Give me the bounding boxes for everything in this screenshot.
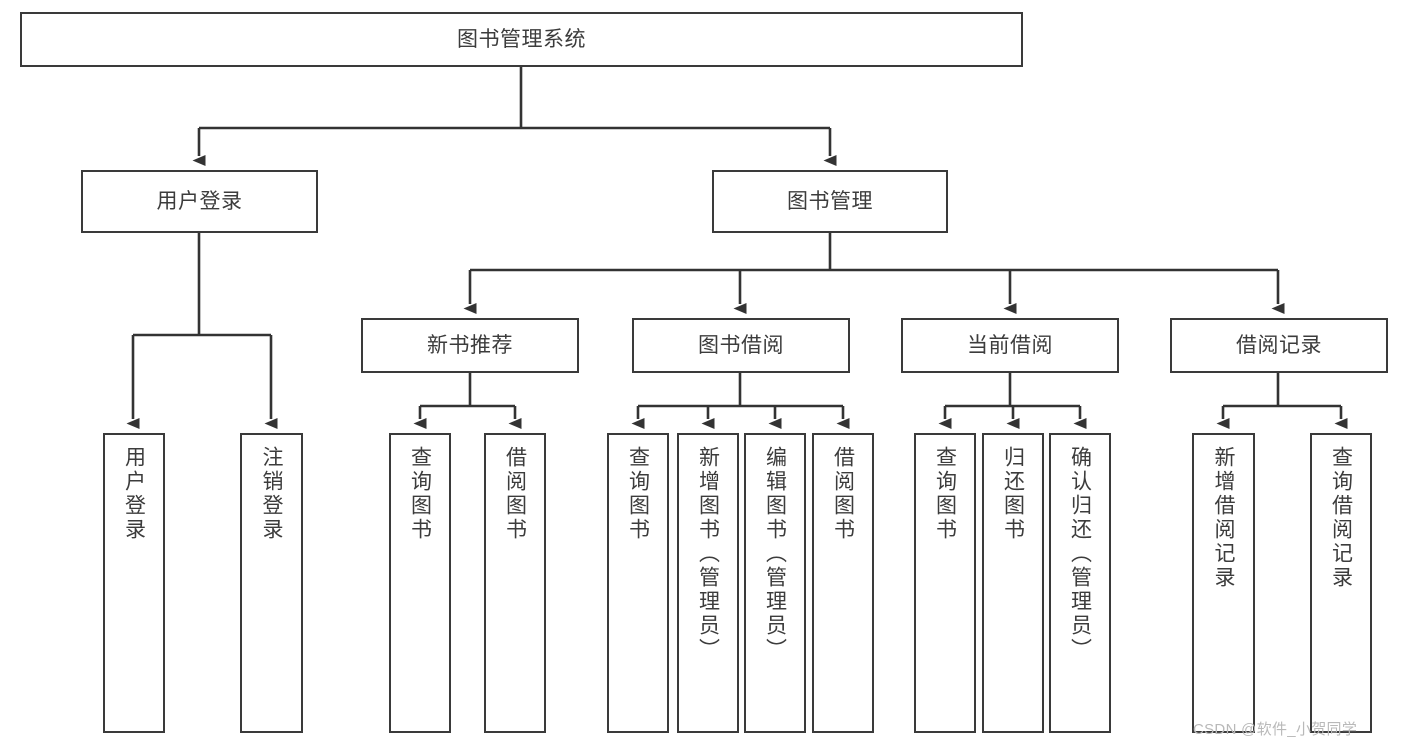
node-new-book-recommend[interactable]: 新书推荐 xyxy=(361,318,579,373)
leaf-label: 查询图书 xyxy=(626,446,650,542)
leaf-confirm-return-admin[interactable]: 确认归还（管理员） xyxy=(1049,433,1111,733)
leaf-query-borrow-record[interactable]: 查询借阅记录 xyxy=(1310,433,1372,733)
leaf-query-book-borrow[interactable]: 查询图书 xyxy=(607,433,669,733)
node-root-label: 图书管理系统 xyxy=(457,27,586,51)
node-book-management-label: 图书管理 xyxy=(787,189,873,213)
node-borrow-record[interactable]: 借阅记录 xyxy=(1170,318,1388,373)
node-root[interactable]: 图书管理系统 xyxy=(20,12,1023,67)
node-user-login-label: 用户登录 xyxy=(156,189,243,213)
leaf-return-book[interactable]: 归还图书 xyxy=(982,433,1044,733)
leaf-add-borrow-record[interactable]: 新增借阅记录 xyxy=(1192,433,1255,733)
leaf-label: 注销登录 xyxy=(260,446,283,542)
leaf-label: 查询借阅记录 xyxy=(1329,446,1353,590)
leaf-label: 归还图书 xyxy=(1001,446,1025,542)
node-book-management[interactable]: 图书管理 xyxy=(712,170,948,233)
watermark: CSDN @软件_小贺同学 xyxy=(1193,721,1358,738)
leaf-query-book-recommend[interactable]: 查询图书 xyxy=(389,433,451,733)
leaf-label: 借阅图书 xyxy=(503,446,527,542)
node-new-book-recommend-label: 新书推荐 xyxy=(427,333,513,357)
node-book-borrow-label: 图书借阅 xyxy=(698,333,784,357)
node-current-borrow[interactable]: 当前借阅 xyxy=(901,318,1119,373)
node-current-borrow-label: 当前借阅 xyxy=(967,333,1053,357)
leaf-borrow-book-recommend[interactable]: 借阅图书 xyxy=(484,433,546,733)
node-user-login[interactable]: 用户登录 xyxy=(81,170,318,233)
leaf-label: 用户登录 xyxy=(122,446,146,542)
node-book-borrow[interactable]: 图书借阅 xyxy=(632,318,850,373)
leaf-user-login[interactable]: 用户登录 xyxy=(103,433,165,733)
leaf-logout[interactable]: 注销登录 xyxy=(240,433,303,733)
leaf-label: 查询图书 xyxy=(408,446,432,542)
leaf-label: 借阅图书 xyxy=(831,446,855,542)
leaf-edit-book-admin[interactable]: 编辑图书（管理员） xyxy=(744,433,806,733)
leaf-label: 新增图书（管理员） xyxy=(696,446,720,662)
leaf-borrow-book[interactable]: 借阅图书 xyxy=(812,433,874,733)
node-borrow-record-label: 借阅记录 xyxy=(1236,333,1322,357)
leaf-label: 编辑图书（管理员） xyxy=(763,446,787,662)
leaf-label: 查询图书 xyxy=(933,446,957,542)
leaf-label: 新增借阅记录 xyxy=(1212,446,1235,590)
leaf-add-book-admin[interactable]: 新增图书（管理员） xyxy=(677,433,739,733)
leaf-label: 确认归还（管理员） xyxy=(1068,446,1092,662)
leaf-query-book-current[interactable]: 查询图书 xyxy=(914,433,976,733)
